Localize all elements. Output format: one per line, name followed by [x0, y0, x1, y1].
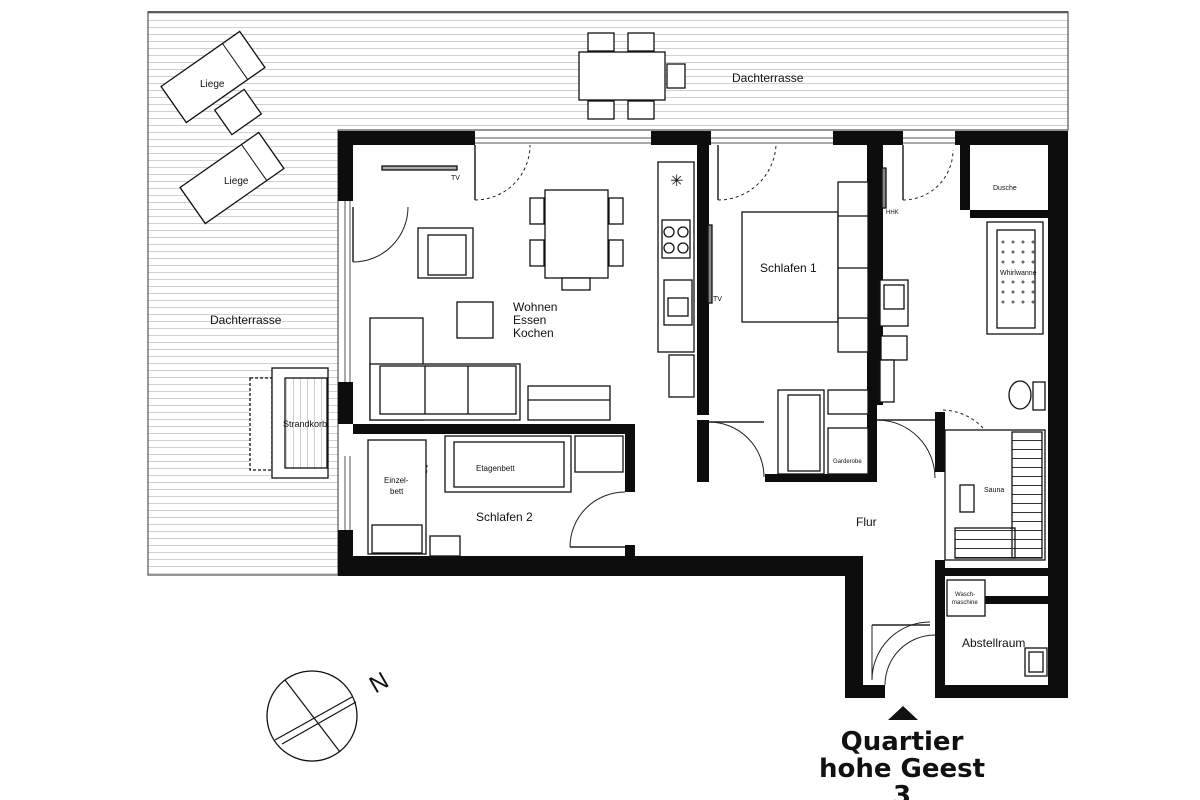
- windows: [344, 137, 955, 530]
- terrace-left-label: Dachterrasse: [210, 313, 282, 327]
- bunk-bed-label: Etagenbett: [476, 464, 515, 473]
- single-bed-label-1: Einzel-: [384, 476, 409, 485]
- brand-line-1: Quartier: [841, 727, 964, 757]
- hall-label: Flur: [856, 515, 877, 529]
- storage-label: Abstellraum: [962, 636, 1025, 650]
- beach-chair-label: Strandkorb: [283, 419, 327, 429]
- living-label-2: Essen: [513, 313, 546, 327]
- living-furniture: [369, 161, 695, 421]
- single-bed-label-2: bett: [390, 487, 404, 496]
- whirlpool-label: Whirlwanne: [1000, 270, 1037, 277]
- entrance-arrow-icon: [888, 706, 918, 720]
- brand-line-2: hohe Geest: [819, 754, 985, 784]
- snowflake-icon: ✳: [670, 171, 683, 190]
- terrace-top-label: Dachterrasse: [732, 71, 804, 85]
- compass: [266, 670, 358, 762]
- compass-north-label: N: [365, 667, 394, 699]
- bedroom2-label: Schlafen 2: [476, 510, 533, 524]
- living-label-1: Wohnen: [513, 300, 557, 314]
- bedroom2-furniture: [367, 435, 624, 557]
- brand-line-3: 3: [893, 781, 911, 800]
- lounger-2: [179, 131, 285, 225]
- exterior-walls: [338, 131, 1068, 698]
- wardrobe-label: Garderobe: [833, 459, 862, 465]
- bedroom1-furniture: [707, 181, 869, 475]
- shower-label: Dusche: [993, 185, 1017, 192]
- tv-bedroom-label: TV: [713, 296, 722, 303]
- bedroom1-label: Schlafen 1: [760, 261, 817, 275]
- living-label-3: Kochen: [513, 326, 554, 340]
- lounger-2-label: Liege: [224, 176, 249, 187]
- interior-walls: [353, 145, 1053, 685]
- tv-living-label: TV: [451, 175, 460, 182]
- lounger-1-label: Liege: [200, 79, 225, 90]
- washer-label-2: maschine: [952, 600, 978, 606]
- washer-label-1: Wasch-: [955, 592, 975, 598]
- terrace-dining-set: [578, 32, 686, 120]
- sauna-label: Sauna: [984, 487, 1004, 494]
- whirlpool-jets: [1001, 240, 1035, 304]
- beach-chair: [249, 367, 329, 479]
- hhk-label: HHK: [886, 210, 899, 216]
- lounger-1: [160, 30, 266, 136]
